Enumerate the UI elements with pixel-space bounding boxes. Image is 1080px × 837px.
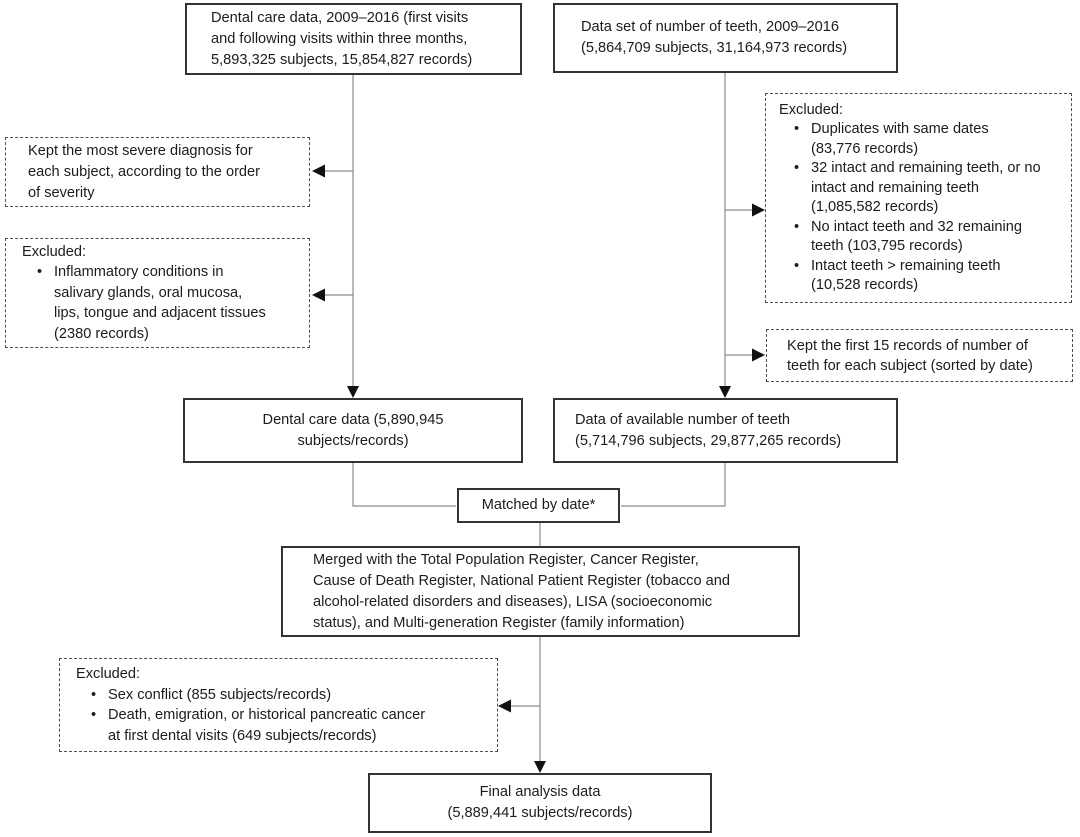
arrow-down-into-final-icon <box>534 761 546 773</box>
excluded-dental-label: Excluded: <box>22 243 87 260</box>
box-merged-text: Merged with the Total Population Registe… <box>313 551 730 631</box>
excluded-teeth-item-text: Intact teeth > remaining teeth (10,528 r… <box>811 257 1001 294</box>
arrow-right-into-excluded-teeth-icon <box>752 203 765 217</box>
bullet-icon: • <box>794 121 800 137</box>
box-dental-clean: Dental care data (5,890,945 subjects/rec… <box>183 398 523 463</box>
excluded-teeth-item: • 32 intact and remaining teeth, or no i… <box>794 159 1071 218</box>
excluded-merge-item-text: Death, emigration, or historical pancrea… <box>108 707 426 744</box>
box-matched-text: Matched by date* <box>481 497 596 513</box>
bullet-icon: • <box>794 160 800 176</box>
excluded-merge-label: Excluded: <box>76 666 141 682</box>
excluded-teeth-item: • No intact teeth and 32 remaining teeth… <box>794 218 1071 257</box>
box-dental-clean-text: Dental care data (5,890,945 subjects/rec… <box>262 411 444 449</box>
arrow-left-into-excluded-merge-icon <box>498 699 511 713</box>
excluded-merge-item: • Death, emigration, or historical pancr… <box>91 705 497 746</box>
excluded-dental-item-text: Inflammatory conditions in salivary glan… <box>54 264 266 342</box>
arrow-left-into-kept-severe-icon <box>312 164 325 178</box>
arrow-left-into-excluded-dental-icon <box>312 288 325 302</box>
excluded-teeth-item-text: No intact teeth and 32 remaining teeth (… <box>811 218 1022 255</box>
box-matched: Matched by date* <box>457 488 620 523</box>
box-final-text: Final analysis data (5,889,441 subjects/… <box>447 784 633 821</box>
box-dental-source: Dental care data, 2009–2016 (first visit… <box>185 3 522 75</box>
box-final: Final analysis data (5,889,441 subjects/… <box>368 773 712 833</box>
bullet-icon: • <box>794 257 800 274</box>
box-kept-first15-text: Kept the first 15 records of number of t… <box>787 337 1033 374</box>
excluded-teeth-item: • Intact teeth > remaining teeth (10,528… <box>794 257 1071 296</box>
box-kept-severe: Kept the most severe diagnosis for each … <box>5 137 310 207</box>
box-kept-first15: Kept the first 15 records of number of t… <box>766 329 1073 382</box>
arrow-down-into-dental-clean-icon <box>347 386 359 398</box>
excluded-teeth-item-text: 32 intact and remaining teeth, or no int… <box>811 160 1041 215</box>
box-dental-source-text: Dental care data, 2009–2016 (first visit… <box>211 9 473 68</box>
excluded-dental-item: • Inflammatory conditions in salivary gl… <box>37 262 309 344</box>
arrow-down-into-teeth-clean-icon <box>719 386 731 398</box>
excluded-merge-item: • Sex conflict (855 subjects/records) <box>91 685 497 706</box>
box-teeth-clean: Data of available number of teeth (5,714… <box>553 398 898 463</box>
bullet-icon: • <box>794 218 800 235</box>
bullet-icon: • <box>91 707 97 723</box>
box-excluded-dental: Excluded: • Inflammatory conditions in s… <box>5 238 310 348</box>
excluded-merge-item-text: Sex conflict (855 subjects/records) <box>108 686 332 703</box>
connector-teeth-to-matched <box>621 463 726 507</box>
arrow-right-into-kept-first15-icon <box>752 348 765 362</box>
box-teeth-clean-text: Data of available number of teeth (5,714… <box>575 411 842 449</box>
bullet-icon: • <box>37 264 43 281</box>
bullet-icon: • <box>91 686 97 703</box>
connector-dental-to-matched <box>352 463 456 507</box>
excluded-teeth-item: • Duplicates with same dates (83,776 rec… <box>794 120 1071 159</box>
excluded-teeth-item-text: Duplicates with same dates (83,776 recor… <box>811 121 989 157</box>
box-kept-severe-text: Kept the most severe diagnosis for each … <box>28 142 261 201</box>
excluded-teeth-label: Excluded: <box>779 101 844 118</box>
box-excluded-merge: Excluded: • Sex conflict (855 subjects/r… <box>59 658 498 752</box>
box-excluded-teeth: Excluded: • Duplicates with same dates (… <box>765 93 1072 303</box>
box-teeth-source-text: Data set of number of teeth, 2009–2016 (… <box>581 19 848 56</box>
box-teeth-source: Data set of number of teeth, 2009–2016 (… <box>553 3 898 73</box>
box-merged: Merged with the Total Population Registe… <box>281 546 800 637</box>
